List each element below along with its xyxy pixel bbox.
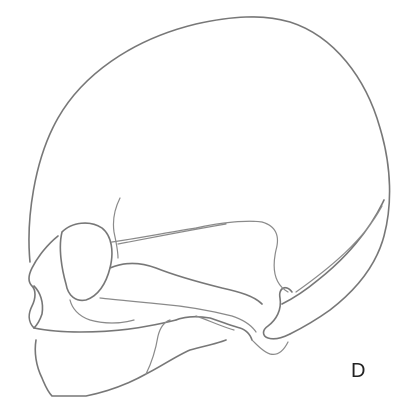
occipital-base-line: [282, 200, 384, 304]
cranial-vault-outline: [29, 17, 390, 334]
condyle-outline: [176, 317, 252, 340]
maxillary-line: [70, 300, 134, 323]
nuchal-line: [296, 206, 382, 292]
zygomatic-arch: [110, 264, 262, 305]
mandible-ramus: [146, 320, 170, 374]
mastoid-outline: [264, 288, 293, 339]
squamosal-suture: [112, 221, 288, 292]
zygomatic-lower-edge: [100, 298, 256, 332]
orbit-outline: [60, 223, 112, 300]
maxilla-outline: [34, 320, 176, 332]
panel-label: D: [351, 361, 365, 381]
face-profile: [29, 236, 58, 328]
mandible-outline: [35, 340, 226, 396]
coronal-suture: [118, 224, 226, 244]
cranial-base-line: [252, 340, 288, 354]
styloid-line: [196, 316, 234, 330]
frontal-process-line: [113, 198, 120, 258]
